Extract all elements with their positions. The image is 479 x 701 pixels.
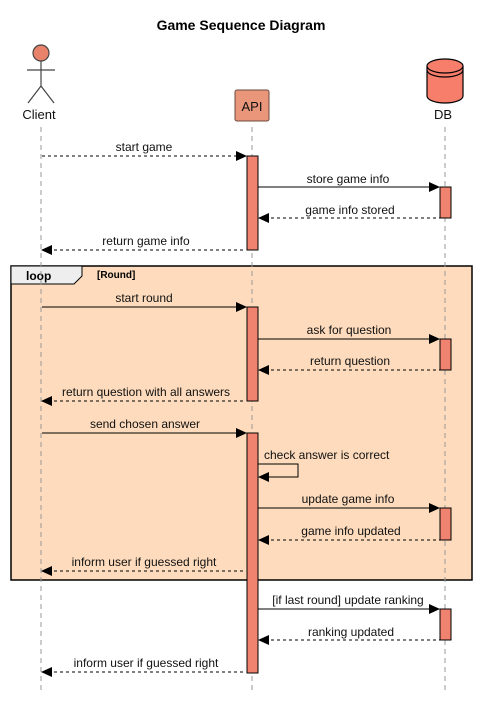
message-label: ranking updated — [308, 625, 394, 639]
database-cylinder-top — [426, 58, 464, 74]
activation-db — [439, 338, 452, 371]
arrowhead — [429, 334, 440, 344]
arrowhead — [429, 182, 440, 192]
loop-frame-tab — [10, 265, 83, 285]
arrowhead — [236, 302, 247, 312]
activation-api — [246, 432, 259, 674]
database-cylinder-icon — [426, 66, 464, 104]
database-cylinder-ring — [426, 69, 464, 78]
participant-api: API — [234, 89, 270, 122]
arrowhead — [258, 535, 269, 545]
message-arrow — [258, 463, 299, 478]
actor-leg-left — [27, 85, 42, 104]
participant-db-label: DB — [434, 107, 452, 122]
message-label: ask for question — [307, 323, 392, 337]
message-label: send chosen answer — [90, 417, 200, 431]
arrowhead — [41, 245, 52, 255]
message-label: return question with all answers — [62, 385, 230, 399]
message-label: return question — [310, 354, 390, 368]
activation-api — [246, 155, 259, 251]
participant-client: Client — [22, 44, 56, 122]
arrowhead — [41, 566, 52, 576]
arrowhead — [429, 604, 440, 614]
participant-client-label: Client — [22, 107, 56, 122]
message-label: check answer is correct — [264, 448, 390, 462]
activation-db — [439, 608, 452, 641]
message-label: game info stored — [305, 203, 394, 217]
message-label: start round — [115, 291, 172, 305]
messages: start game store game info game info sto… — [41, 140, 440, 677]
activation-api — [246, 306, 259, 402]
arrowhead — [41, 396, 52, 406]
message-label: inform user if guessed right — [72, 555, 217, 569]
activation-db — [439, 507, 452, 541]
actor-leg-right — [40, 85, 55, 104]
loop-keyword: loop — [26, 269, 51, 283]
message-label: inform user if guessed right — [74, 656, 219, 670]
participant-db: DB — [426, 58, 464, 122]
message-label: store game info — [307, 172, 390, 186]
arrowhead — [236, 428, 247, 438]
arrowhead — [429, 503, 440, 513]
diagram-title: Game Sequence Diagram — [157, 17, 326, 33]
message-label: return game info — [102, 234, 190, 248]
arrowhead — [41, 667, 52, 677]
arrowhead — [258, 472, 269, 482]
message-label: start game — [116, 140, 173, 154]
actor-head-icon — [32, 44, 50, 62]
participant-api-label: API — [242, 99, 263, 114]
loop-guard: [Round] — [97, 270, 135, 281]
participant-api-box — [234, 89, 270, 122]
arrowhead — [258, 213, 269, 223]
arrowhead — [236, 151, 247, 161]
message-label: game info updated — [301, 524, 400, 538]
activations — [246, 155, 452, 674]
activation-db — [439, 186, 452, 219]
message-label: update game info — [302, 492, 395, 506]
message-label: [if last round] update ranking — [272, 593, 423, 607]
arrowhead — [258, 635, 269, 645]
loop-frame-box — [10, 265, 473, 581]
arrowhead — [258, 365, 269, 375]
loop-frame: loop [Round] — [10, 265, 473, 581]
